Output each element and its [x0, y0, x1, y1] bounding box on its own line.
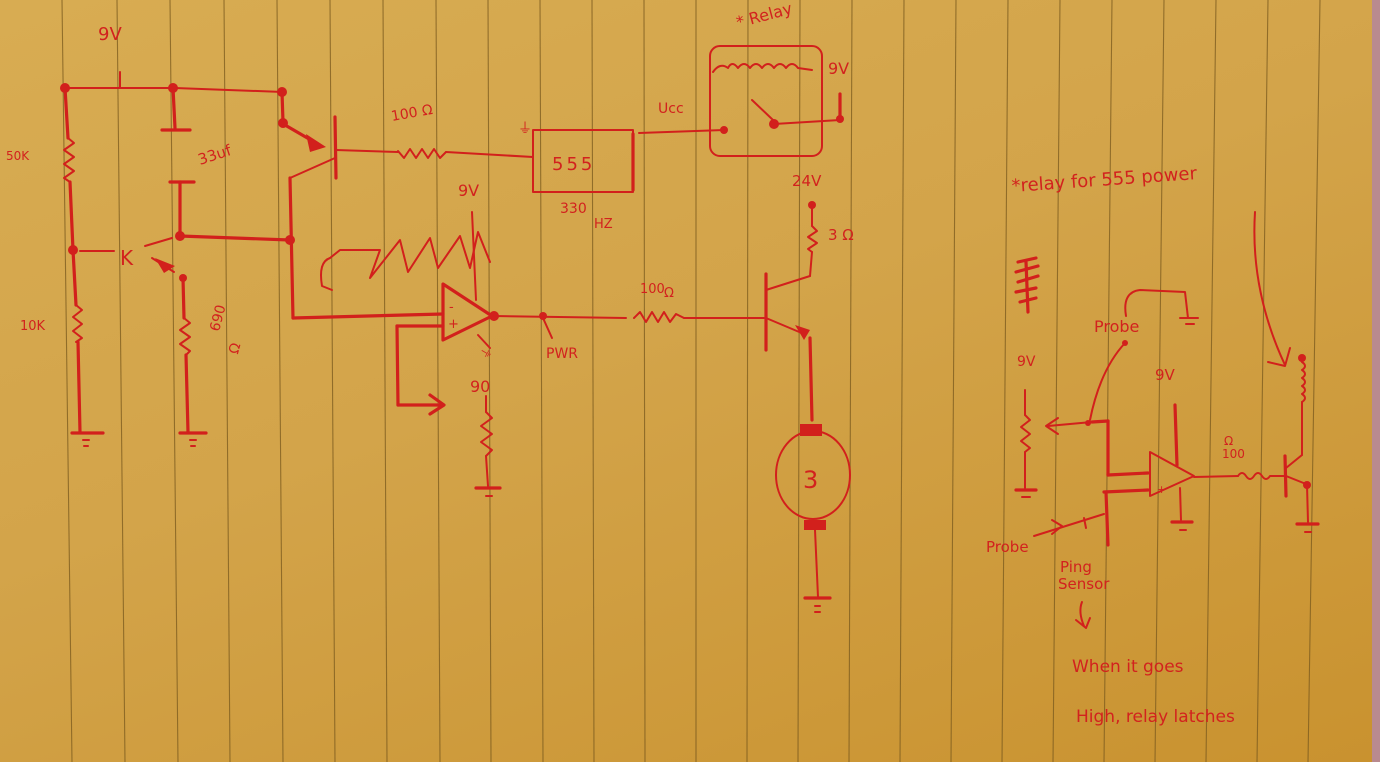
svg-text:330: 330 — [560, 201, 587, 217]
capacitor-33uf: 33uf — [160, 86, 234, 241]
svg-text:Probe: Probe — [986, 538, 1029, 556]
right-scribble — [1014, 256, 1040, 314]
potentiometer: 9V — [1014, 354, 1150, 498]
svg-text:690: 690 — [207, 303, 229, 333]
resistor-690: 690 Ω — [178, 276, 245, 447]
svg-text:100: 100 — [1222, 447, 1245, 461]
timer-555-chip: 555 ⏚ 330 HZ — [518, 121, 725, 232]
svg-text:⏚: ⏚ — [518, 121, 532, 137]
svg-text:* Relay: * Relay — [734, 0, 794, 32]
svg-text:Probe: Probe — [1094, 317, 1139, 336]
resistor-10k: 10K — [20, 248, 105, 447]
npn-motor-transistor: 24V 3 Ω — [764, 172, 854, 422]
pwr-node: PWR 100 Ω — [493, 282, 765, 362]
svg-text:10K: 10K — [20, 319, 46, 334]
ping-sensor: Probe Ping Sensor — [986, 488, 1150, 629]
svg-text:555: 555 — [552, 154, 595, 175]
right-op-amp: 9V + — [1149, 366, 1239, 531]
resistor-50k: 50K — [6, 86, 78, 255]
svg-text:50K: 50K — [6, 149, 30, 163]
left-supply-rail: 9V — [60, 24, 287, 97]
svg-text:HZ: HZ — [594, 217, 613, 232]
pnp-transistor — [278, 90, 399, 320]
svg-text:100 Ω: 100 Ω — [390, 102, 434, 125]
svg-text:Sensor: Sensor — [1058, 575, 1110, 593]
paper-rule-lines — [61, 0, 1321, 762]
svg-text:Ucc: Ucc — [658, 101, 684, 117]
right-note: *relay for 555 power — [1011, 163, 1291, 367]
svg-text:Ω: Ω — [664, 286, 674, 301]
svg-text:-: - — [449, 300, 454, 315]
svg-text:9V: 9V — [828, 59, 849, 78]
svg-text:33uf: 33uf — [196, 141, 234, 169]
svg-text:3: 3 — [803, 466, 818, 494]
svg-text:90: 90 — [470, 377, 490, 396]
op-amp: 9V - + ⏚ 90 — [291, 181, 502, 497]
svg-text:*relay for 555 power: *relay for 555 power — [1011, 163, 1198, 197]
svg-text:3 Ω: 3 Ω — [828, 226, 854, 244]
probe-ground-link: Probe — [1089, 289, 1199, 421]
svg-text:Ω: Ω — [226, 341, 244, 356]
svg-text:K: K — [120, 246, 134, 270]
svg-text:9V: 9V — [1017, 354, 1036, 370]
svg-text:Ping: Ping — [1060, 558, 1092, 576]
svg-text:When it goes: When it goes — [1072, 657, 1184, 677]
relay-box: * Relay Ucc 9V — [658, 0, 849, 157]
svg-text:⏚: ⏚ — [477, 344, 495, 361]
resistor-100-ohm-555: 100 Ω — [390, 102, 534, 159]
dc-motor: 3 — [775, 424, 851, 613]
svg-text:PWR: PWR — [546, 346, 578, 362]
svg-text:9V: 9V — [458, 181, 479, 200]
svg-text:+: + — [448, 317, 459, 332]
explanation-note: When it goes High, relay latches — [1072, 657, 1235, 727]
svg-text:Ω: Ω — [1224, 434, 1233, 448]
k-sensor-branch: K — [79, 234, 295, 282]
svg-text:9V: 9V — [1155, 366, 1176, 384]
svg-text:100: 100 — [640, 282, 665, 297]
right-driver-transistor: Ω 100 — [1222, 354, 1320, 533]
svg-text:High, relay latches: High, relay latches — [1076, 707, 1235, 727]
svg-text:24V: 24V — [792, 172, 822, 190]
supply-9v-label: 9V — [98, 24, 122, 45]
svg-text:+: + — [1157, 483, 1166, 496]
